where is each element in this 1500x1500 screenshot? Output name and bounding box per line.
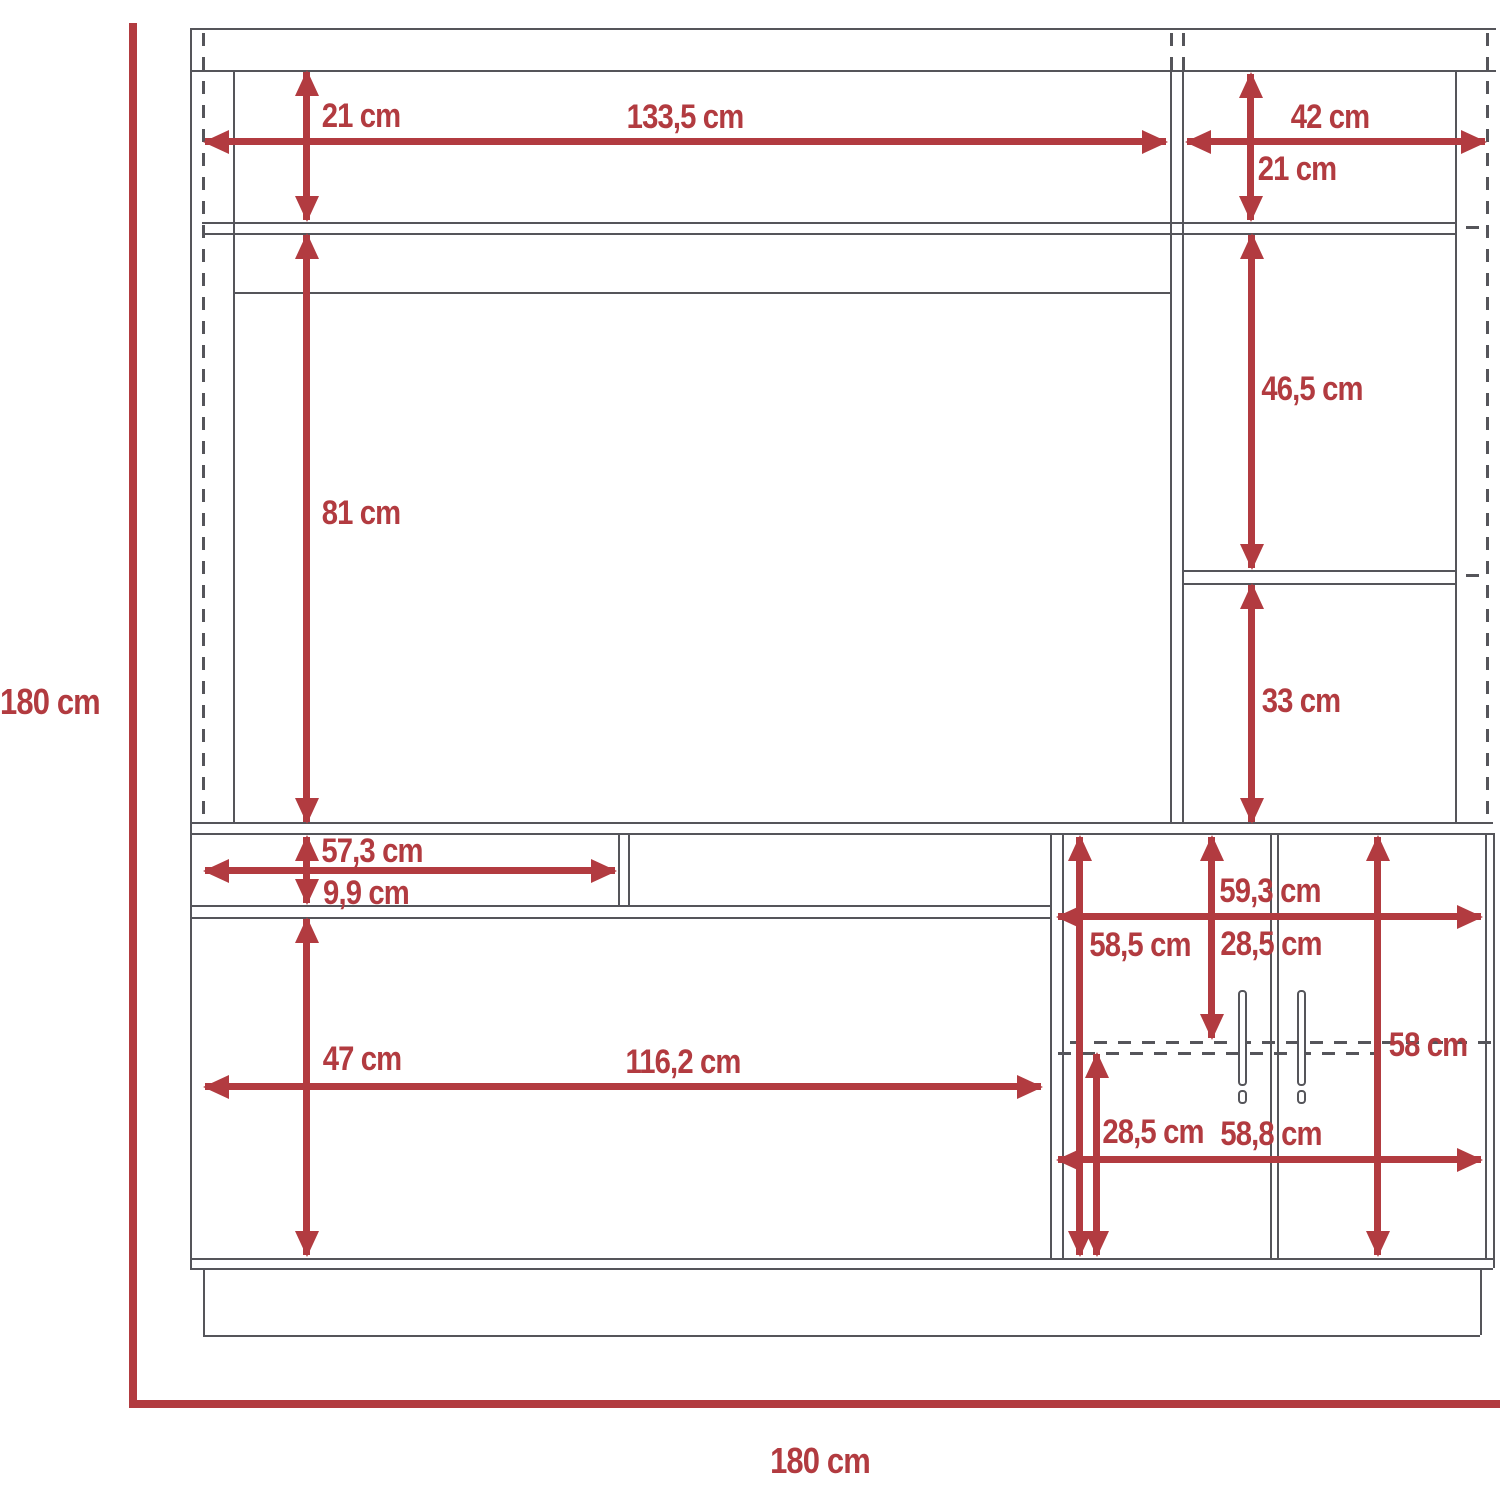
label-main-opening-height: 81 cm (321, 494, 401, 532)
dim-arrow-left-opening-width (205, 1083, 1041, 1090)
dim-arrow-top-panel-height-left (303, 72, 310, 220)
label-cabinet-right-height: 58 cm (1388, 1026, 1468, 1064)
top-panel-bottom-line (190, 70, 1496, 73)
dim-arrow-top-panel-height-right (1247, 74, 1254, 220)
plinth-bottom-line (203, 1335, 1480, 1338)
dim-arrow-left-opening-height (303, 919, 310, 1255)
drawer-divider-line-a (618, 833, 621, 905)
cabinet-mid-dashed-a (1070, 1041, 1493, 1044)
label-overall-width: 180 cm (770, 1440, 871, 1481)
center-divider-line-a (1170, 70, 1173, 822)
right-inner-edge-line (1455, 70, 1458, 822)
label-left-shelf-height: 9,9 cm (323, 874, 410, 912)
mid-divider-line-b (190, 833, 1493, 836)
divider-hidden-dashed-b (1182, 33, 1185, 70)
right-column-shelf-line-b (1182, 583, 1455, 586)
shelf-joint-dashed-a (1466, 226, 1488, 229)
label-right-upper-shelf-height: 46,5 cm (1261, 370, 1363, 408)
label-cabinet-left-height: 58,5 cm (1089, 926, 1191, 964)
drawer-divider-line-b (628, 833, 631, 905)
dim-arrow-right-lower-shelf-height (1248, 585, 1255, 822)
label-left-opening-height: 47 cm (322, 1040, 402, 1078)
shelf-joint-dashed-b (1466, 574, 1488, 577)
upper-shelf-line-b (202, 233, 1456, 236)
dim-arrow-right-column-width (1187, 138, 1485, 145)
bottom-line-a (190, 1258, 1493, 1261)
label-main-opening-width: 133,5 cm (626, 98, 745, 136)
label-door-lower-height: 28,5 cm (1102, 1113, 1204, 1151)
dim-arrow-cabinet-bottom-width (1058, 1156, 1481, 1163)
plinth-left-line (203, 1268, 206, 1335)
dim-arrow-cabinet-right-height (1374, 837, 1381, 1255)
inner-left-panel-line (233, 70, 236, 822)
label-left-shelf-width: 57,3 cm (321, 832, 423, 870)
overall-width-extent-line (129, 1400, 1500, 1408)
mid-divider-line-a (190, 822, 1493, 825)
dim-arrow-main-opening-width (205, 138, 1166, 145)
console-shelf-line-a (190, 905, 1050, 908)
dim-arrow-door-lower-height (1093, 1054, 1100, 1255)
dim-arrow-left-shelf-height (303, 837, 310, 903)
console-shelf-line-b (190, 917, 1050, 920)
dim-arrow-cabinet-left-height (1076, 837, 1083, 1255)
overall-height-extent-line (129, 23, 137, 1407)
dim-arrow-left-shelf-width (205, 867, 615, 874)
cabinet-door-gap-b (1277, 835, 1280, 1258)
dim-arrow-door-upper-height (1208, 837, 1215, 1038)
label-cabinet-bottom-width: 58,8 cm (1220, 1115, 1322, 1153)
label-cabinet-top-width: 59,3 cm (1219, 872, 1321, 910)
cabinet-door-gap-a (1270, 835, 1273, 1258)
right-door-handle-foot (1297, 1090, 1306, 1104)
tv-opening-top-line (233, 292, 1170, 295)
cabinet-left-edge-a (1050, 833, 1053, 1258)
label-door-upper-height: 28,5 cm (1220, 925, 1322, 963)
divider-hidden-dashed-a (1170, 33, 1173, 70)
dim-arrow-main-opening-height (303, 235, 310, 822)
center-divider-line-b (1182, 70, 1185, 822)
label-overall-height: 180 cm (0, 681, 101, 722)
left-hidden-edge-dashed (202, 33, 205, 820)
bottom-line-b (190, 1268, 1493, 1271)
top-edge-line (190, 28, 1496, 31)
right-hidden-edge-dashed (1486, 33, 1489, 822)
cabinet-right-edge-a (1485, 833, 1488, 1258)
cabinet-mid-dashed-b (1058, 1052, 1375, 1055)
dim-arrow-cabinet-top-width (1058, 913, 1481, 920)
label-top-panel-height-left: 21 cm (321, 97, 401, 135)
dim-arrow-right-upper-shelf-height (1248, 235, 1255, 568)
plinth-right-line (1480, 1268, 1483, 1335)
left-door-handle-foot (1238, 1090, 1247, 1104)
upper-shelf-line-a (202, 222, 1456, 225)
left-door-handle (1238, 990, 1247, 1086)
label-top-panel-height-right: 21 cm (1257, 150, 1337, 188)
label-right-lower-shelf-height: 33 cm (1261, 682, 1341, 720)
label-right-column-width: 42 cm (1290, 98, 1370, 136)
right-door-handle (1297, 990, 1306, 1086)
cabinet-right-edge-b (1493, 833, 1496, 1268)
left-edge-line (190, 28, 193, 1268)
right-column-shelf-line-a (1182, 570, 1455, 573)
cabinet-left-edge-b (1062, 833, 1065, 1258)
label-left-opening-width: 116,2 cm (625, 1043, 741, 1081)
